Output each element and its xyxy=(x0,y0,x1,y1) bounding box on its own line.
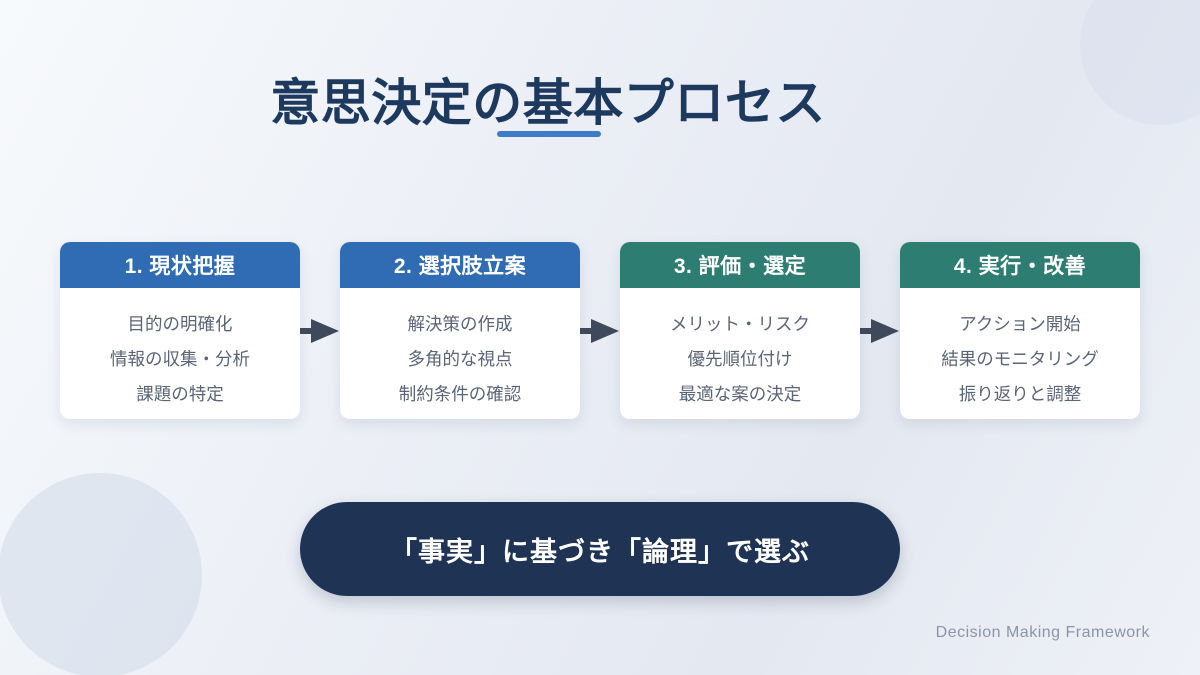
step-card-1-body: 目的の明確化 情報の収集・分析 課題の特定 xyxy=(60,288,300,412)
step-card-4-header: 4. 実行・改善 xyxy=(900,242,1140,288)
step-card-2-body: 解決策の作成 多角的な視点 制約条件の確認 xyxy=(340,288,580,412)
step-card-2: 2. 選択肢立案 解決策の作成 多角的な視点 制約条件の確認 xyxy=(340,242,580,419)
title-underline xyxy=(497,131,601,137)
step-card-4-body: アクション開始 結果のモニタリング 振り返りと調整 xyxy=(900,288,1140,412)
arrow-right-icon xyxy=(300,242,340,419)
step-card-3-item: メリット・リスク xyxy=(670,314,810,334)
page-title: 意思決定の基本プロセス xyxy=(270,75,826,131)
footer-caption: Decision Making Framework xyxy=(935,624,1150,641)
decorative-circle-bottom-left xyxy=(0,473,202,675)
conclusion-banner: 「事実」に基づき「論理」で選ぶ xyxy=(300,502,900,596)
step-card-3-header: 3. 評価・選定 xyxy=(620,242,860,288)
decorative-circle-top-right xyxy=(1080,0,1200,125)
step-card-4-item: 振り返りと調整 xyxy=(958,384,1082,404)
step-card-1-item: 目的の明確化 xyxy=(127,314,233,334)
step-card-1-item: 課題の特定 xyxy=(136,384,224,404)
step-card-1-header: 1. 現状把握 xyxy=(60,242,300,288)
arrow-right-icon xyxy=(580,242,620,419)
step-card-4-item: 結果のモニタリング xyxy=(941,349,1099,369)
step-card-3: 3. 評価・選定 メリット・リスク 優先順位付け 最適な案の決定 xyxy=(620,242,860,419)
step-card-3-item: 優先順位付け xyxy=(687,349,793,369)
arrow-right-icon xyxy=(860,242,900,419)
step-card-3-item: 最適な案の決定 xyxy=(678,384,802,404)
process-cards-row: 1. 現状把握 目的の明確化 情報の収集・分析 課題の特定 2. 選択肢立案 解… xyxy=(60,242,1140,419)
step-card-2-item: 制約条件の確認 xyxy=(398,384,522,404)
step-card-2-header: 2. 選択肢立案 xyxy=(340,242,580,288)
step-card-2-item: 解決策の作成 xyxy=(407,314,513,334)
step-card-1-item: 情報の収集・分析 xyxy=(110,349,250,369)
step-card-2-item: 多角的な視点 xyxy=(407,349,513,369)
step-card-4: 4. 実行・改善 アクション開始 結果のモニタリング 振り返りと調整 xyxy=(900,242,1140,419)
step-card-3-body: メリット・リスク 優先順位付け 最適な案の決定 xyxy=(620,288,860,412)
step-card-4-item: アクション開始 xyxy=(959,314,1081,334)
step-card-1: 1. 現状把握 目的の明確化 情報の収集・分析 課題の特定 xyxy=(60,242,300,419)
